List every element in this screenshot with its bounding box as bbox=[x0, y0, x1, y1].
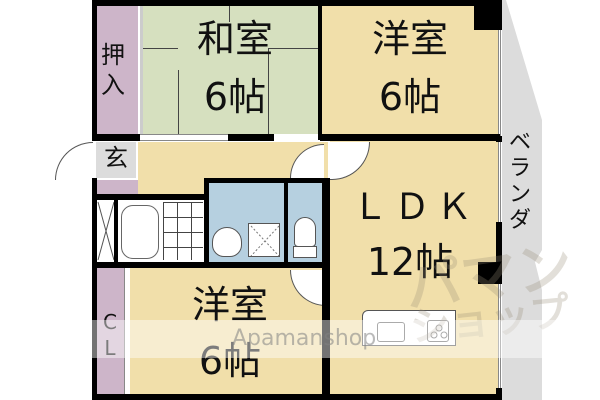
washitsu-size: 6帖 bbox=[203, 75, 267, 119]
genkan bbox=[96, 142, 136, 178]
youshitsu-bottom-name: 洋室 bbox=[191, 283, 268, 327]
youshitsu-top-size: 6帖 bbox=[378, 75, 442, 119]
youshitsu-bottom bbox=[130, 268, 326, 394]
veranda-label: ベランダ bbox=[508, 130, 531, 233]
oshiire bbox=[96, 6, 138, 134]
kitchen-sink-icon bbox=[377, 322, 405, 342]
washitsu bbox=[140, 6, 320, 134]
closet-label-c: C bbox=[103, 310, 117, 334]
entry-door bbox=[55, 142, 93, 180]
ldk bbox=[330, 140, 500, 394]
oshiire-label: 押入 bbox=[101, 41, 125, 99]
genkan-label: 玄 bbox=[104, 144, 128, 172]
youshitsu-bottom-size: 6帖 bbox=[198, 339, 262, 383]
washitsu-name: 和室 bbox=[196, 17, 273, 61]
closet-label-l: L bbox=[104, 336, 116, 360]
washer-icon bbox=[248, 223, 280, 257]
youshitsu-top-name: 洋室 bbox=[371, 17, 448, 61]
bathroom bbox=[118, 200, 204, 262]
bathtub-icon bbox=[121, 205, 159, 259]
kitchen-counter bbox=[362, 310, 456, 346]
laundry-space bbox=[96, 200, 116, 262]
watermark-band bbox=[0, 320, 600, 358]
toilet-icon bbox=[294, 217, 316, 247]
washroom bbox=[208, 183, 284, 262]
ldk-name: ＬＤＫ bbox=[351, 187, 478, 228]
ldk-size: 12帖 bbox=[366, 240, 454, 284]
stove-icon bbox=[427, 320, 449, 342]
toilet-room bbox=[288, 183, 322, 262]
sink-icon bbox=[212, 227, 242, 257]
youshitsu-top bbox=[322, 6, 500, 134]
tatami-lines bbox=[143, 6, 320, 134]
closet bbox=[96, 268, 124, 394]
watermark-text: Apamanshop bbox=[232, 326, 377, 351]
